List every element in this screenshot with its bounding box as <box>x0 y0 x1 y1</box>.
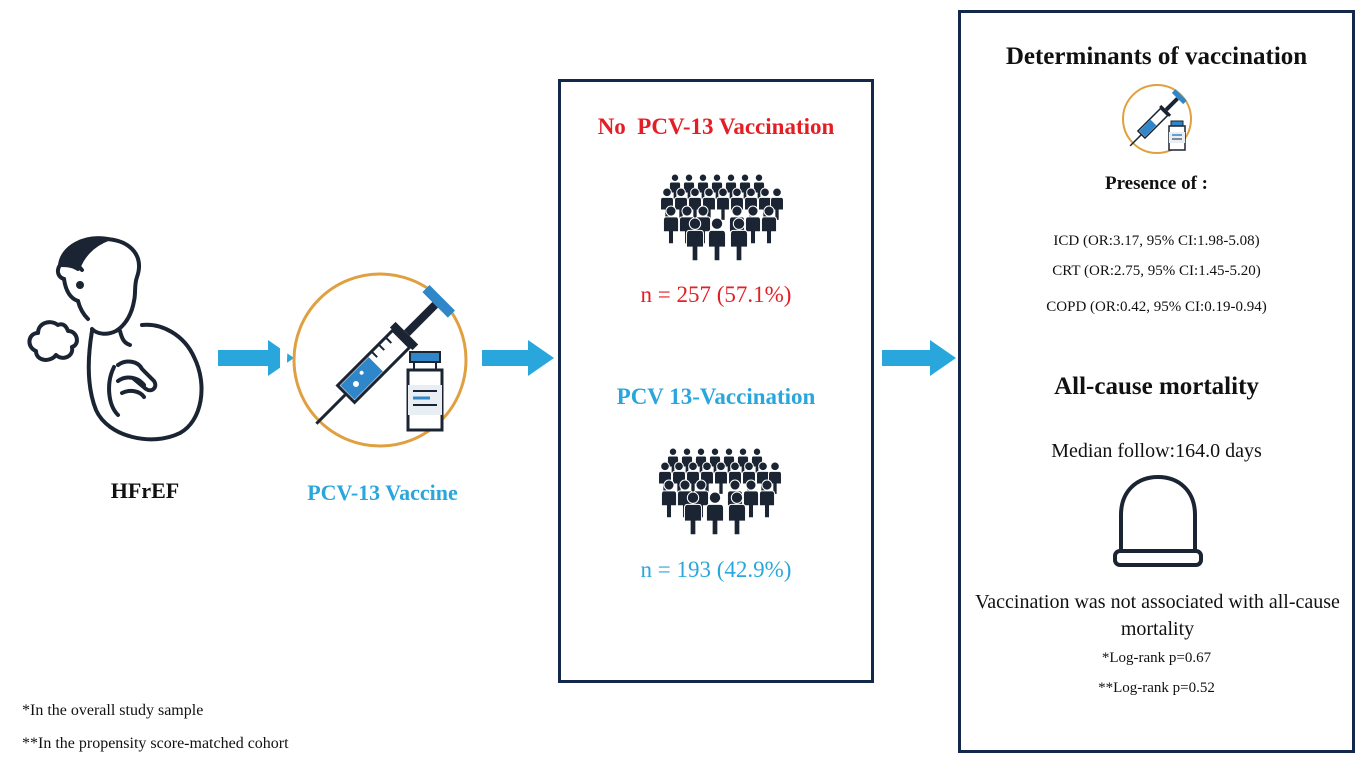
study-groups-box: No PCV-13 Vaccination n = 257 (57.1%) PC… <box>558 79 874 683</box>
arrow-1-icon <box>218 340 294 376</box>
determinant-crt: CRT (OR:2.75, 95% CI:1.45-5.20) <box>1052 263 1261 279</box>
vaccine-label: PCV-13 Vaccine <box>307 480 458 505</box>
determinants-title: Determinants of vaccination <box>1005 43 1308 70</box>
tombstone-icon <box>1113 474 1203 567</box>
no-vaccination-count: n = 257 (57.1%) <box>640 282 792 307</box>
arrow-2-icon <box>482 340 554 376</box>
median-follow-up: Median follow:164.0 days <box>1051 440 1262 462</box>
footnote-overall: *In the overall study sample <box>22 702 204 719</box>
vaccine-syringe-vial-icon <box>1122 84 1192 154</box>
coughing-patient-icon <box>27 236 204 442</box>
arrow-3-icon <box>882 340 956 376</box>
condition-label: HFrEF <box>110 478 180 503</box>
determinant-icd: ICD (OR:3.17, 95% CI:1.98-5.08) <box>1053 233 1260 249</box>
results-box: Determinants of vaccination Presence of … <box>958 10 1355 753</box>
crowd-icon <box>660 173 783 262</box>
mortality-title: All-cause mortality <box>1054 373 1259 400</box>
presence-label: Presence of : <box>1104 173 1209 194</box>
crowd-icon <box>658 447 781 536</box>
vaccine-syringe-vial-icon <box>280 260 485 460</box>
determinant-copd: COPD (OR:0.42, 95% CI:0.19-0.94) <box>1046 299 1267 315</box>
logrank-overall: *Log-rank p=0.67 <box>1101 650 1212 666</box>
vaccination-title: PCV 13-Vaccination <box>616 384 816 409</box>
vaccination-count: n = 193 (42.9%) <box>640 557 792 582</box>
conclusion-text: Vaccination was not associated with all-… <box>975 591 1340 640</box>
footnote-matched: **In the propensity score-matched cohort <box>22 735 289 752</box>
logrank-matched: **Log-rank p=0.52 <box>1098 680 1215 696</box>
no-vaccination-title: No PCV-13 Vaccination <box>597 114 835 139</box>
